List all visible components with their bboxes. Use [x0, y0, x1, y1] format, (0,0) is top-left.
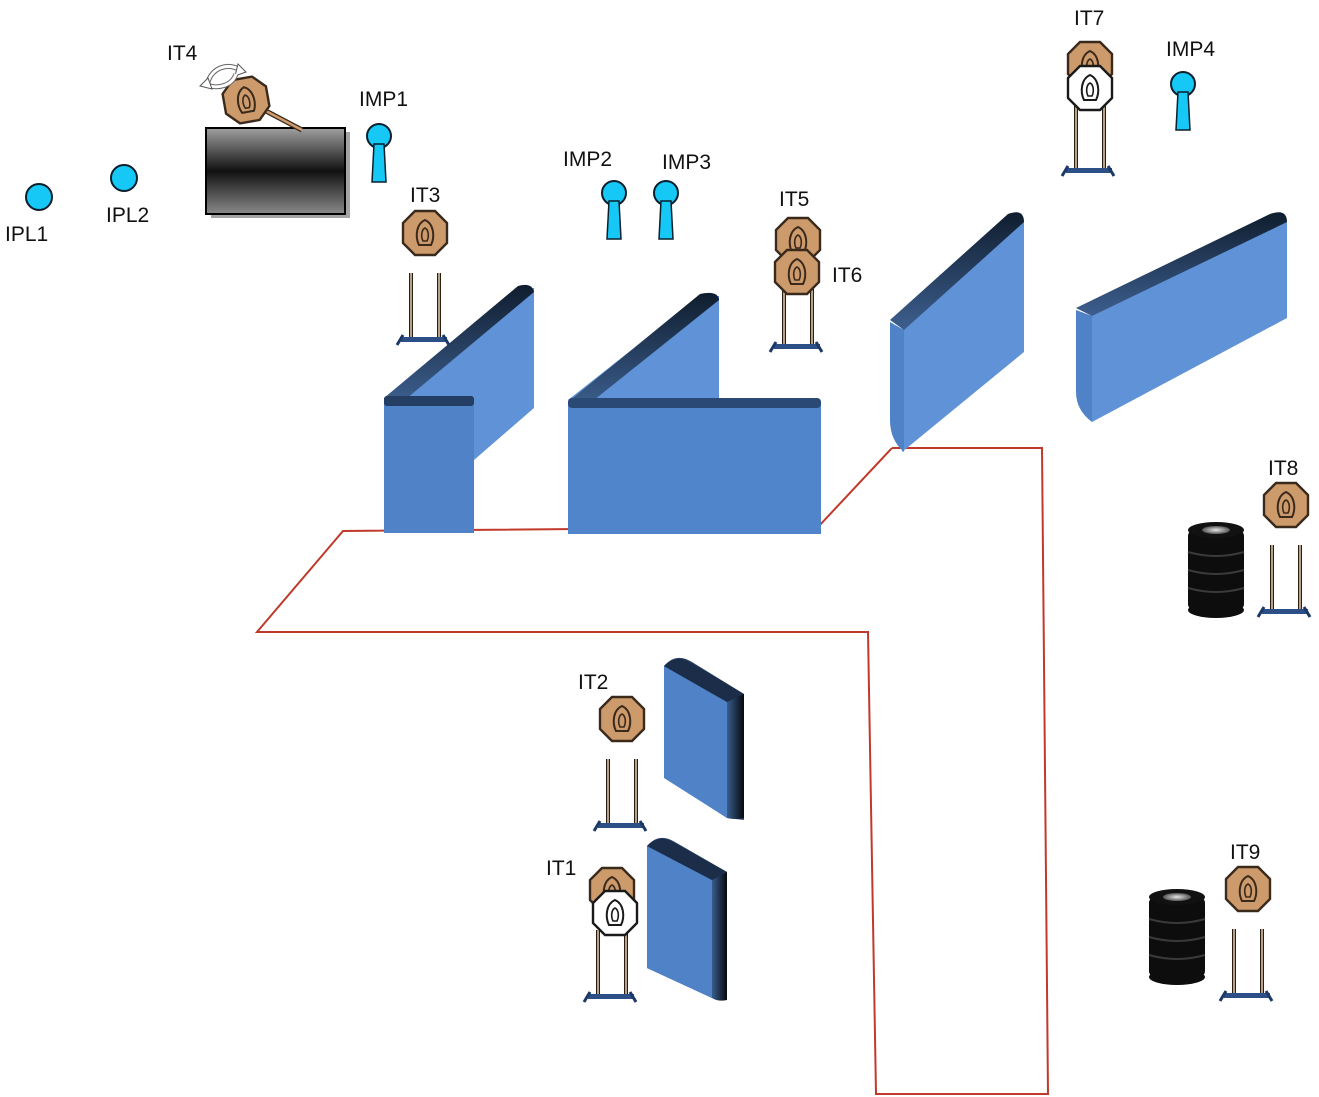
boundary-line	[254, 447, 1050, 1095]
it9-target	[1218, 865, 1274, 1003]
imp4-marker	[1170, 71, 1196, 131]
label-ipl1: IPL1	[5, 223, 49, 246]
it1-noshoot-target	[591, 889, 639, 937]
it6-target	[773, 248, 821, 296]
imp3-marker	[653, 180, 679, 240]
it7-noshoot-target	[1066, 64, 1114, 112]
wall-d	[1076, 212, 1287, 422]
wall-a	[384, 284, 534, 533]
ipl1-marker	[25, 183, 53, 211]
wall-b	[568, 292, 821, 534]
wall-it1	[647, 837, 727, 1001]
label-it6: IT6	[832, 264, 863, 287]
ipl2-marker	[110, 164, 138, 192]
label-it7: IT7	[1074, 7, 1105, 30]
label-it4: IT4	[167, 42, 198, 65]
label-imp4: IMP4	[1166, 38, 1216, 61]
label-it5: IT5	[779, 188, 810, 211]
it4-target	[219, 73, 304, 133]
label-imp1: IMP1	[359, 88, 409, 111]
it3-target	[395, 209, 451, 347]
wall-c	[890, 212, 1024, 452]
it8-target	[1256, 481, 1312, 619]
wall-it2	[664, 657, 744, 820]
label-it1: IT1	[546, 857, 577, 880]
imp2-marker	[601, 180, 627, 240]
imp1-marker	[366, 123, 392, 183]
barrel-it8	[1187, 521, 1245, 619]
label-it8: IT8	[1268, 457, 1299, 480]
table-prop	[205, 127, 350, 218]
barrel-it9	[1148, 888, 1206, 986]
label-imp3: IMP3	[662, 151, 712, 174]
label-it9: IT9	[1230, 841, 1261, 864]
label-it2: IT2	[578, 671, 609, 694]
label-ipl2: IPL2	[106, 204, 150, 227]
it2-target	[592, 695, 648, 833]
label-imp2: IMP2	[563, 148, 613, 171]
rotate-arrow-icon	[199, 63, 247, 90]
label-it3: IT3	[410, 184, 441, 207]
